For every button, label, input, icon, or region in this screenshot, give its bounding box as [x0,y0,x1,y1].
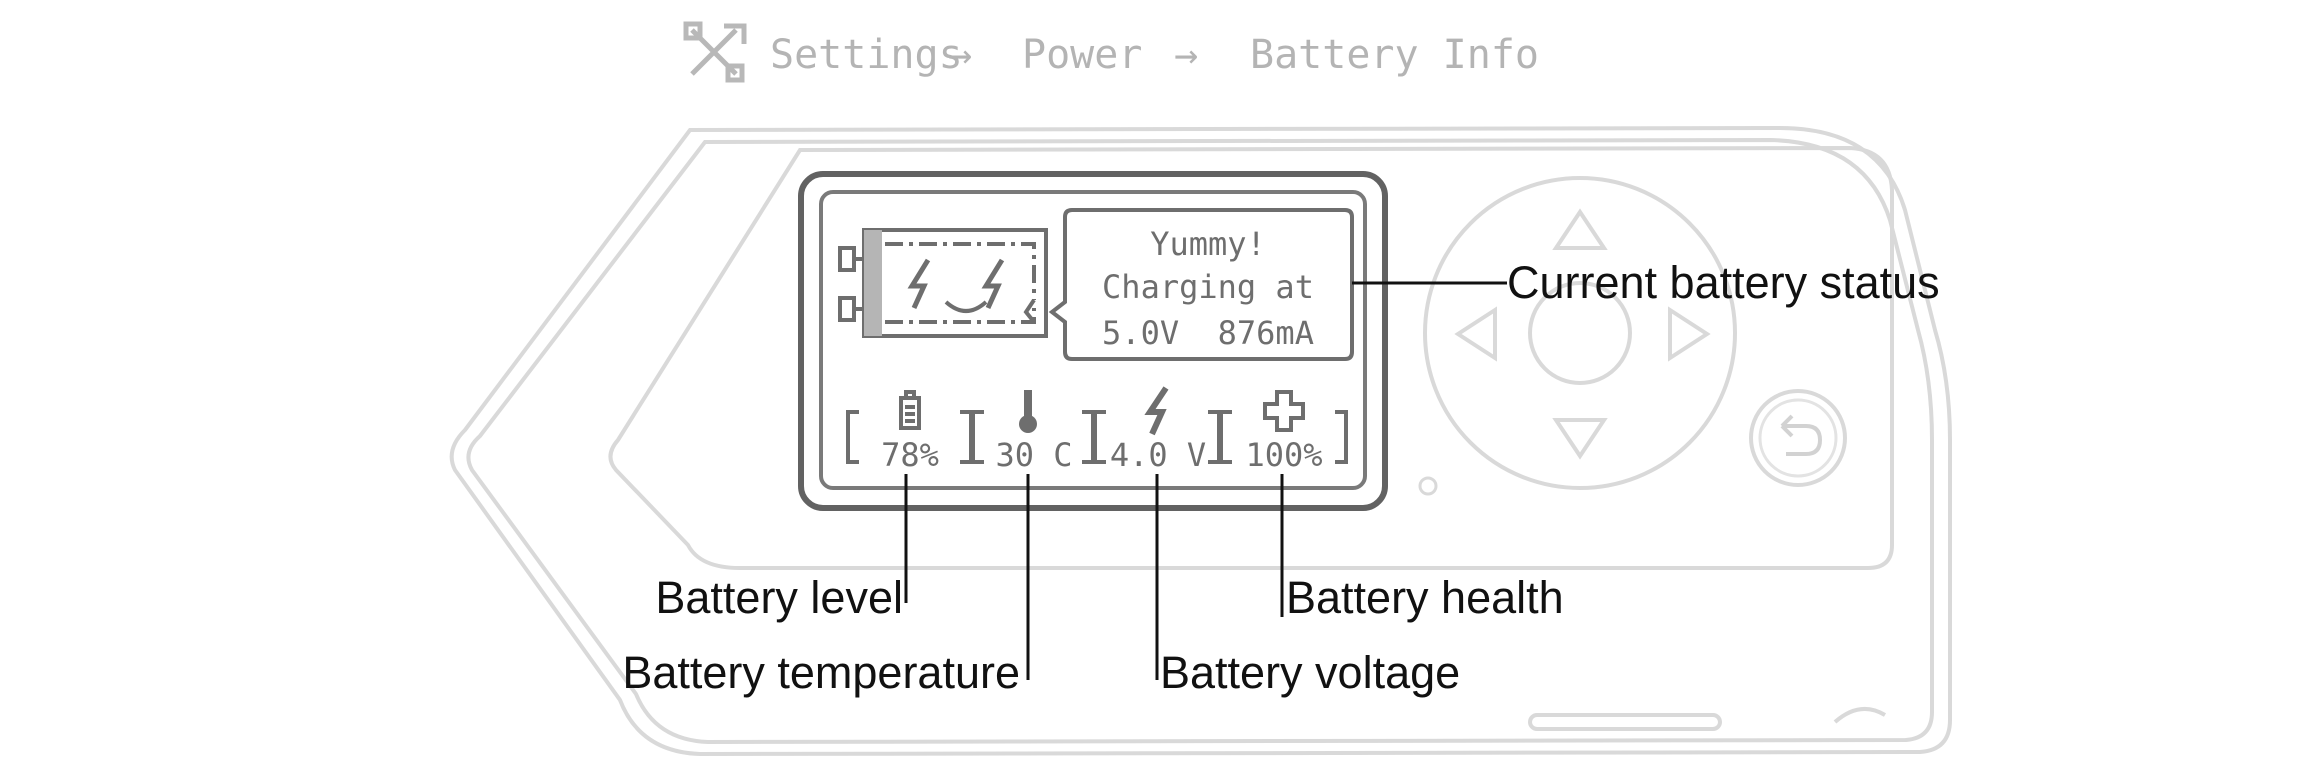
callouts: Current battery status Battery level Bat… [622,257,1939,698]
callout-status-label: Current battery status [1507,257,1940,308]
breadcrumb: Settings → Power → Battery Info [683,21,1539,83]
speech-line-1: Yummy! [1150,225,1266,263]
arrow-down-icon[interactable] [1552,418,1608,460]
breadcrumb-separator-2: → [1174,32,1198,78]
temperature-value: 30 C [995,436,1072,474]
screen: Yummy! Charging at 5.0V 876mA 78% 30 C [798,171,1388,511]
arrow-right-icon[interactable] [1668,306,1711,362]
dpad-ring [1423,176,1737,490]
speech-line-3: 5.0V 876mA [1102,314,1314,352]
callout-level-label: Battery level [655,572,903,623]
stat-health: 100% [1219,390,1348,474]
speech-line-2: Charging at [1102,268,1314,306]
arrow-left-icon[interactable] [1454,306,1497,362]
callout-temperature-label: Battery temperature [622,647,1020,698]
arrow-up-icon[interactable] [1552,208,1608,250]
dpad [1423,176,1737,490]
stat-temperature: 30 C [971,390,1095,474]
thermometer-icon [1019,390,1037,433]
dpad-center-button[interactable] [1528,281,1632,385]
stat-battery-level: 78% [846,390,973,474]
settings-tools-icon [683,21,747,83]
voltage-value: 4.0 V [1110,436,1206,474]
lightning-icon [1144,386,1169,436]
indicator-led [1418,476,1438,496]
health-value: 100% [1245,436,1322,474]
back-button[interactable] [1749,389,1847,487]
device-outline [449,125,1952,757]
breadcrumb-battery-info[interactable]: Battery Info [1250,32,1539,78]
stat-voltage: 4.0 V [1093,386,1221,474]
battery-mascot-icon [838,228,1048,338]
callout-voltage-label: Battery voltage [1160,647,1460,698]
speech-bubble: Yummy! Charging at 5.0V 876mA [1048,208,1354,361]
battery-level-value: 78% [881,436,939,474]
breadcrumb-settings[interactable]: Settings [770,32,963,78]
breadcrumb-separator-1: → [948,32,972,78]
battery-icon [899,390,921,430]
breadcrumb-power[interactable]: Power [1022,32,1142,78]
health-cross-icon [1263,390,1305,432]
back-icon[interactable] [1780,414,1823,456]
callout-health-label: Battery health [1286,572,1564,623]
